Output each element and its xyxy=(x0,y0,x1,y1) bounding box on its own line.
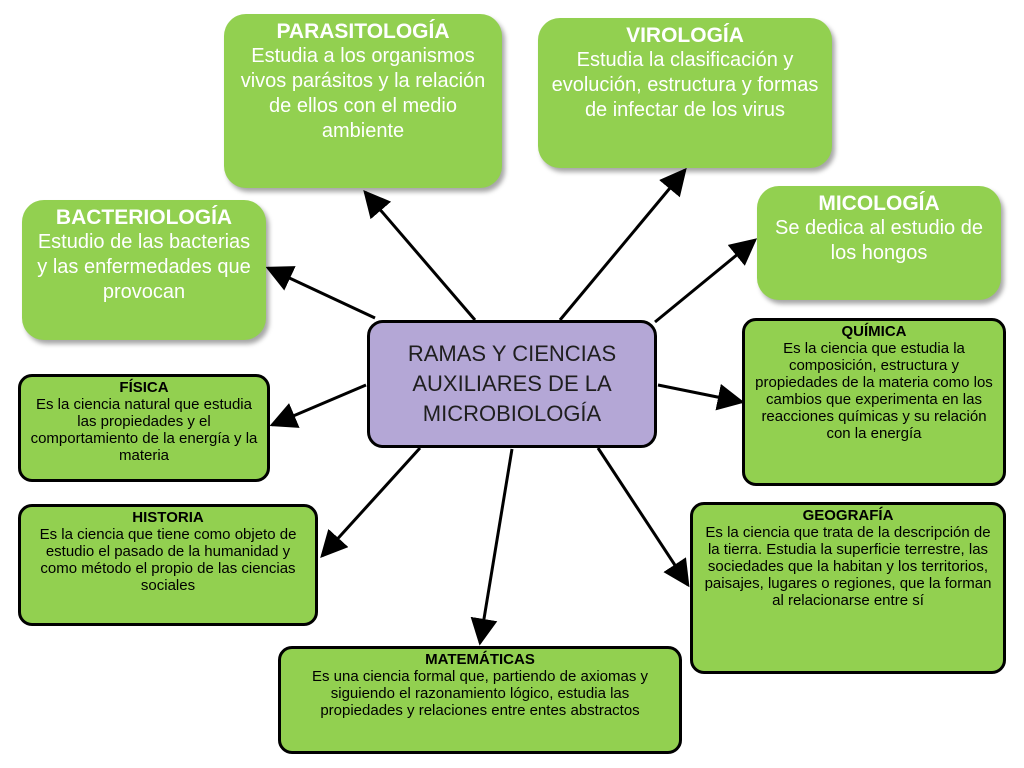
node-matematicas: MATEMÁTICAS Es una ciencia formal que, p… xyxy=(278,646,682,754)
node-bacteriologia: BACTERIOLOGÍA Estudio de las bacterias y… xyxy=(22,200,266,340)
node-quimica: QUÍMICA Es la ciencia que estudia la com… xyxy=(742,318,1006,486)
node-title: BACTERIOLOGÍA xyxy=(55,206,233,229)
arrow-to-matematicas xyxy=(470,448,514,646)
central-topic: RAMAS Y CIENCIAS AUXILIARES DE LA MICROB… xyxy=(367,320,657,448)
node-virologia: VIROLOGÍA Estudia la clasificación y evo… xyxy=(538,18,832,168)
node-description: Es la ciencia que trata de la descripció… xyxy=(704,524,992,609)
node-micologia: MICOLOGÍA Se dedica al estudio de los ho… xyxy=(757,186,1001,300)
arrow-to-bacteriologia xyxy=(265,266,376,320)
node-title: VIROLOGÍA xyxy=(626,24,744,47)
node-description: Es la ciencia natural que estudia las pr… xyxy=(30,396,258,464)
node-fisica: FÍSICA Es la ciencia natural que estudia… xyxy=(18,374,270,482)
node-title: FÍSICA xyxy=(119,379,169,396)
node-title: MICOLOGÍA xyxy=(818,192,940,215)
node-description: Estudia a los organismos vivos parásitos… xyxy=(240,45,486,142)
node-description: Estudio de las bacterias y las enfermeda… xyxy=(37,231,251,303)
arrow-to-historia xyxy=(320,446,422,558)
node-description: Es una ciencia formal que, partiendo de … xyxy=(311,668,649,719)
node-description: Estudia la clasificación y evolución, es… xyxy=(551,49,819,121)
arrow-to-micologia xyxy=(654,238,758,324)
node-title: MATEMÁTICAS xyxy=(425,651,535,668)
arrow-to-geografia xyxy=(596,447,690,588)
node-title: QUÍMICA xyxy=(841,323,907,340)
arrow-to-parasitologia xyxy=(363,189,477,321)
node-title: HISTORIA xyxy=(132,509,204,526)
arrow-to-fisica xyxy=(269,383,367,428)
node-description: Es la ciencia que estudia la composición… xyxy=(755,340,993,442)
node-geografia: GEOGRAFÍA Es la ciencia que trata de la … xyxy=(690,502,1006,674)
node-historia: HISTORIA Es la ciencia que tiene como ob… xyxy=(18,504,318,626)
node-title: PARASITOLOGÍA xyxy=(276,20,450,43)
node-parasitologia: PARASITOLOGÍA Estudia a los organismos v… xyxy=(224,14,502,188)
node-title: GEOGRAFÍA xyxy=(802,507,894,524)
node-description: Es la ciencia que tiene como objeto de e… xyxy=(39,526,297,594)
node-description: Se dedica al estudio de los hongos xyxy=(775,217,983,264)
arrow-to-virologia xyxy=(558,167,687,321)
arrow-to-quimica xyxy=(657,383,745,411)
central-topic-label: RAMAS Y CIENCIAS AUXILIARES DE LA MICROB… xyxy=(407,341,617,426)
